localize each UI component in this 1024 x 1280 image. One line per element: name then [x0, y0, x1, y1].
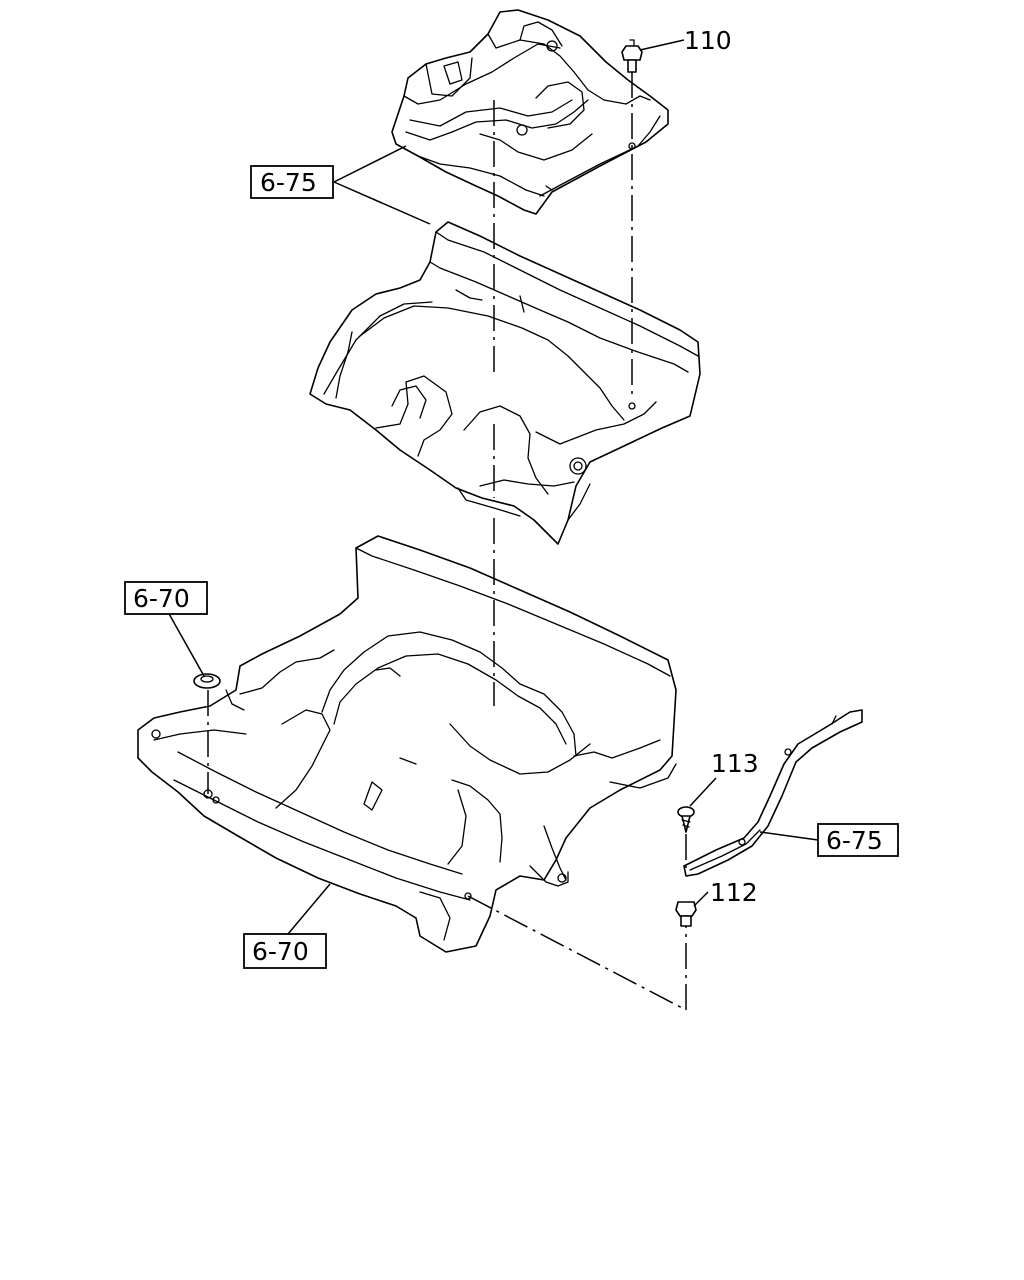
- upper-insulator-panel: [391, 9, 669, 215]
- reference-box-6-75-right: 6-75: [817, 823, 899, 857]
- callout-113: 113: [711, 749, 759, 778]
- side-bracket-strip: [683, 709, 863, 877]
- reference-box-6-70-bottom: 6-70: [243, 933, 327, 969]
- callout-110: 110: [684, 26, 732, 55]
- lower-floor-panel: [137, 535, 677, 953]
- alignment-centerlines: [207, 72, 687, 1011]
- middle-insulator-panel: [309, 221, 701, 545]
- leader-lines: [167, 39, 819, 935]
- reference-label: 6-75: [826, 826, 883, 855]
- reference-label: 6-75: [260, 168, 317, 197]
- callout-112: 112: [710, 878, 758, 907]
- reference-box-6-75-top: 6-75: [250, 165, 334, 199]
- reference-label: 6-70: [252, 937, 309, 966]
- reference-box-6-70-left: 6-70: [124, 581, 208, 615]
- reference-label: 6-70: [133, 584, 190, 613]
- clip-110: [621, 39, 643, 73]
- grommet-6-70: [193, 673, 221, 689]
- clip-112: [675, 901, 697, 927]
- screw-113: [677, 806, 695, 833]
